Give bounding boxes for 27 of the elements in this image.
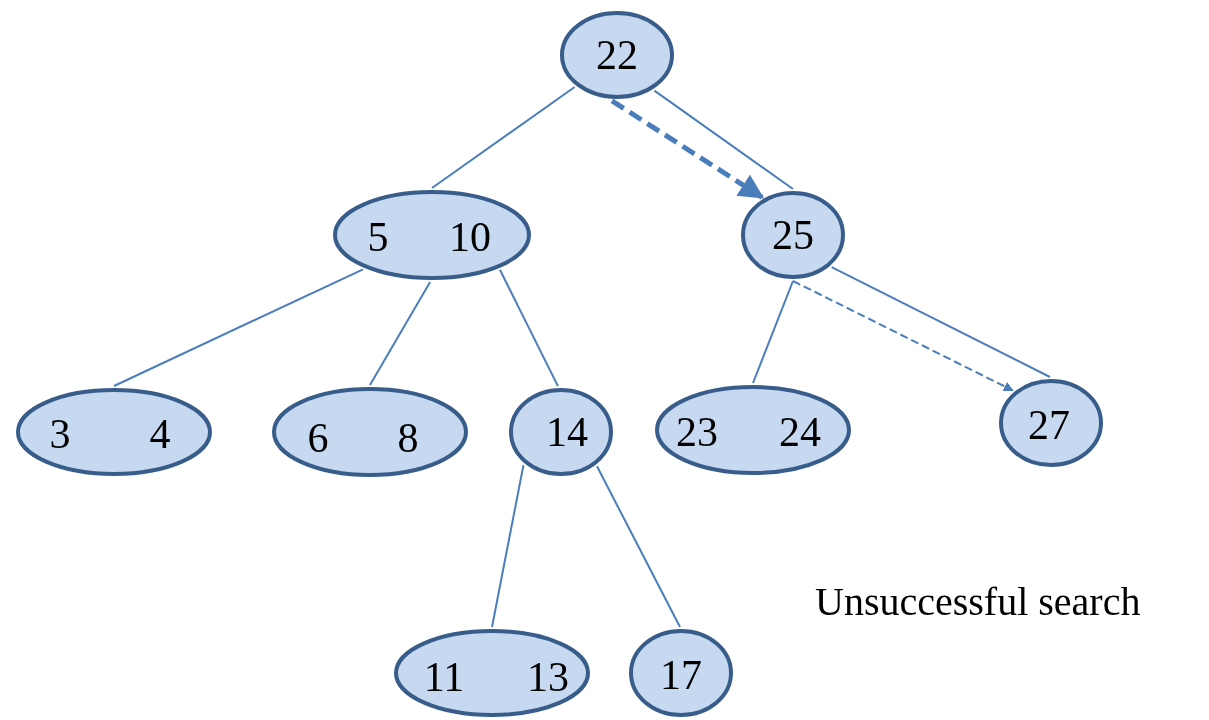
tree-line bbox=[113, 268, 364, 387]
key-value: 5 bbox=[367, 216, 389, 258]
tree-line bbox=[653, 89, 794, 190]
key-value: 23 bbox=[676, 411, 718, 453]
key-value: 27 bbox=[1028, 404, 1070, 446]
key-value: 10 bbox=[449, 216, 491, 258]
key-value: 24 bbox=[779, 411, 821, 453]
note-text: Unsuccessful search bbox=[815, 578, 1141, 625]
key-value: 25 bbox=[772, 214, 814, 256]
search-arrow bbox=[792, 280, 1014, 392]
tree-line bbox=[830, 266, 1051, 378]
key-value: 8 bbox=[397, 417, 419, 459]
key-value: 4 bbox=[149, 413, 171, 455]
key-value: 17 bbox=[660, 654, 702, 696]
tree-line bbox=[596, 465, 681, 628]
key-value: 14 bbox=[546, 411, 588, 453]
tree-line bbox=[498, 268, 559, 388]
search-arrow bbox=[610, 98, 765, 200]
tree-line bbox=[431, 86, 576, 189]
tree-line bbox=[752, 280, 794, 384]
tree-line bbox=[369, 281, 432, 386]
key-value: 3 bbox=[49, 413, 71, 455]
key-value: 11 bbox=[423, 656, 465, 698]
key-value: 6 bbox=[307, 417, 329, 459]
key-value: 13 bbox=[527, 656, 569, 698]
key-value: 22 bbox=[596, 34, 638, 76]
tree-line bbox=[491, 464, 525, 628]
